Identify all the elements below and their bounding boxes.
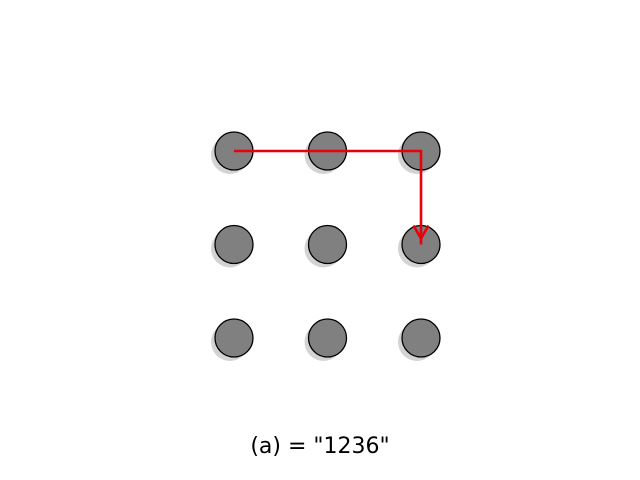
pattern-dot-9 <box>401 318 441 358</box>
pattern-dot-8 <box>307 318 348 358</box>
pattern-dot-4 <box>214 224 254 265</box>
pattern-path <box>234 149 430 245</box>
pattern-caption: (a) = "1236" <box>250 434 390 459</box>
pattern-arrow-head <box>412 224 430 242</box>
pattern-path-line <box>234 149 423 245</box>
pattern-dot-7 <box>214 318 254 358</box>
pattern-dot-5 <box>307 224 348 265</box>
